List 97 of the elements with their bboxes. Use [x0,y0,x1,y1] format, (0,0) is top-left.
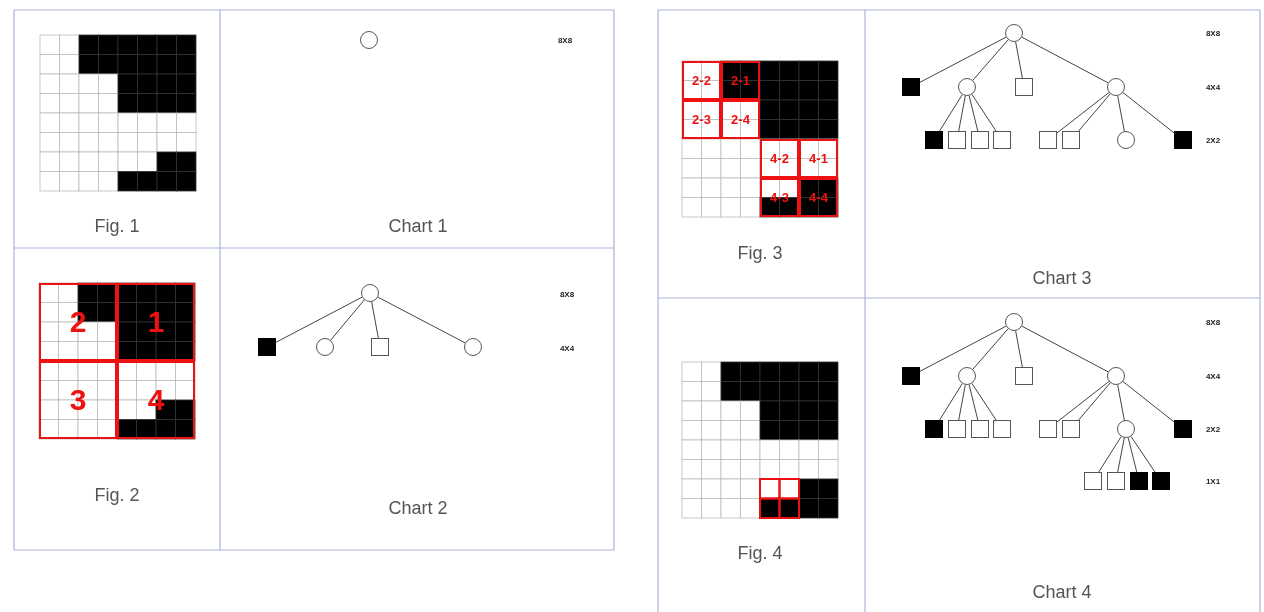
figure-caption: Fig. 4 [737,542,783,564]
tree-branch-line [1130,435,1156,473]
level-label: 8X8 [1205,28,1221,38]
tree-branch-line [1122,381,1175,423]
tree-branch-line [1122,92,1175,134]
quadrant-frame: 4 [117,361,195,439]
tree-branch-line [1015,41,1023,79]
tree-branch-line [1056,381,1110,423]
branch-node [958,78,976,96]
leaf-node [1152,472,1170,490]
leaf-node [925,131,943,149]
branch-node [958,367,976,385]
tree-branch-line [1127,437,1138,473]
tree-branch-line [1117,384,1125,421]
quadrant-frame: 2-3 [682,100,721,139]
branch-node [1107,78,1125,96]
chart-caption: Chart 3 [1032,267,1092,289]
leaf-node [925,420,943,438]
branch-node [316,338,334,356]
tree-branch-line [1015,330,1023,368]
quadrant-frame: 2 [39,283,117,361]
quadrant-frame: 2-4 [721,100,760,139]
branch-node [361,284,379,302]
level-label: 4X4 [559,343,575,353]
quadrant-frame: 4-4 [799,178,838,217]
tree-branch-line [939,383,963,421]
leaf-node [993,131,1011,149]
level-label: 4X4 [1205,371,1221,381]
tree-branch-line [1021,36,1109,84]
level-label: 4X4 [1205,82,1221,92]
tree-branch-line [919,36,1007,83]
tree-branch-line [330,299,365,341]
quadrant-frame: 4-1 [799,139,838,178]
leaf-node [371,338,389,356]
chart-caption: Chart 2 [388,497,448,519]
tree-branch-line [1117,437,1125,473]
tree-branch-line [968,384,979,421]
level-label: 8X8 [559,289,575,299]
figure-caption: Fig. 1 [94,215,140,237]
quadrant-frame: 4-2 [760,139,799,178]
tree-branch-line [971,383,997,421]
chart-caption: Chart 1 [388,215,448,237]
leaf-node [993,420,1011,438]
tree-branch-line [1056,92,1110,134]
leaf-node [1130,472,1148,490]
leaf-node [1062,420,1080,438]
quadrant-frame: 2-2 [682,61,721,100]
branch-node [1005,24,1023,42]
leaf-node [1084,472,1102,490]
figure-caption: Fig. 3 [737,242,783,264]
leaf-node [1039,131,1057,149]
tree-branch-line [1078,93,1111,132]
branch-node [360,31,378,49]
leaf-node [258,338,276,356]
leaf-node [971,131,989,149]
branch-node [1005,313,1023,331]
quadrant-frame: 1 [117,283,195,361]
level-label: 8X8 [557,35,573,45]
tree-branch-line [972,328,1009,370]
figure-caption: Fig. 2 [94,484,140,506]
tree-branch-line [958,95,966,132]
tree-branch-line [958,384,966,421]
level-label: 2X2 [1205,135,1221,145]
level-label: 8X8 [1205,317,1221,327]
leaf-node [948,131,966,149]
leaf-node [902,367,920,385]
tree-branch-line [1098,436,1122,473]
branch-node [1117,131,1135,149]
branch-node [1107,367,1125,385]
leaf-node [1015,367,1033,385]
level-label: 2X2 [1205,424,1221,434]
leaf-node [1174,420,1192,438]
tree-branch-line [1117,95,1125,132]
tree-branch-line [377,296,466,344]
tree-branch-line [971,94,997,132]
leaf-node [902,78,920,96]
leaf-node [1062,131,1080,149]
tree-branch-line [939,94,963,132]
quadrant-frame: 3 [39,361,117,439]
tree-branch-line [968,95,979,132]
tree-branch-line [1078,382,1111,421]
branch-node [464,338,482,356]
tree-branch-line [1021,325,1109,373]
leaf-node [948,420,966,438]
leaf-node [1174,131,1192,149]
leaf-node [971,420,989,438]
leaf-node [1039,420,1057,438]
tree-branch-line [275,296,363,343]
level-label: 1X1 [1205,476,1221,486]
tree-branch-line [919,325,1007,372]
branch-node [1117,420,1135,438]
quadrant-frame: 2-1 [721,61,760,100]
leaf-node [1107,472,1125,490]
tree-branch-line [371,301,379,339]
chart-caption: Chart 4 [1032,581,1092,603]
leaf-node [1015,78,1033,96]
tree-branch-line [972,39,1009,81]
